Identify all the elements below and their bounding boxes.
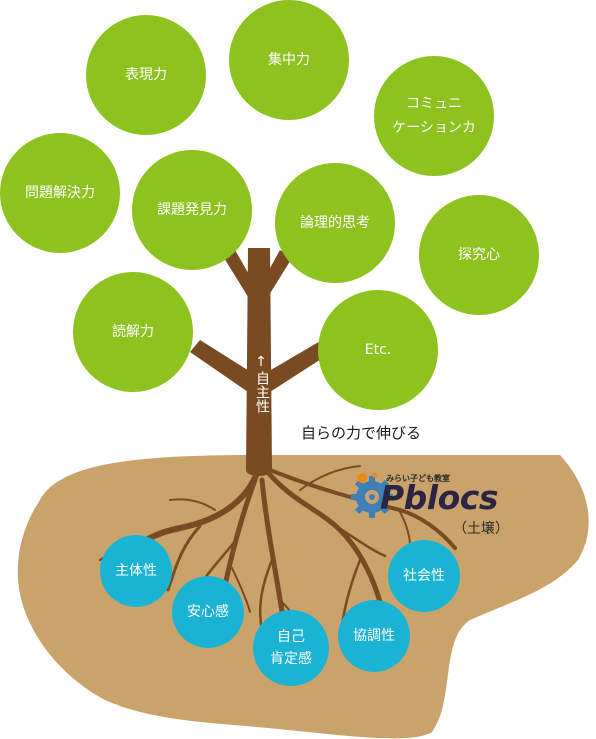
trunk-text: 自主性 bbox=[254, 371, 270, 413]
soil-ground bbox=[17, 455, 589, 739]
skill-leaf-tankyu: 探究心 bbox=[419, 195, 539, 315]
trunk-label: ↑ 自主性 bbox=[253, 353, 270, 413]
skill-leaf-ronri: 論理的思考 bbox=[275, 163, 395, 283]
root-bubble-jiko: 自己 肯定感 bbox=[253, 610, 329, 686]
root-bubble-anshin: 安心感 bbox=[172, 576, 244, 648]
skill-leaf-communication: コミュニ ケーションカ bbox=[374, 56, 494, 176]
skill-leaf-hyogen: 表現力 bbox=[86, 15, 206, 135]
growth-caption: 自らの力で伸びる bbox=[301, 424, 422, 442]
gear-icon bbox=[351, 472, 393, 518]
skill-leaf-kadai: 課題発見力 bbox=[132, 150, 252, 270]
brand-subtitle: （土壌） bbox=[453, 521, 509, 537]
skill-leaf-shuchu: 集中力 bbox=[229, 0, 349, 120]
root-bubble-shakai: 社会性 bbox=[388, 540, 460, 612]
skill-leaf-etc: Etc. bbox=[318, 290, 438, 410]
skill-leaf-mondai: 問題解決力 bbox=[0, 133, 120, 253]
brand-logo-text: Pblocs bbox=[380, 478, 499, 517]
root-bubble-shutaisei: 主体性 bbox=[100, 535, 172, 607]
skill-leaf-dokkai: 読解力 bbox=[73, 272, 193, 392]
up-arrow-icon: ↑ bbox=[255, 354, 267, 370]
brand-tagline: みらい子ども教室 bbox=[386, 474, 450, 483]
tree-trunk bbox=[190, 248, 332, 476]
root-bubble-kyocho: 協調性 bbox=[338, 600, 410, 672]
